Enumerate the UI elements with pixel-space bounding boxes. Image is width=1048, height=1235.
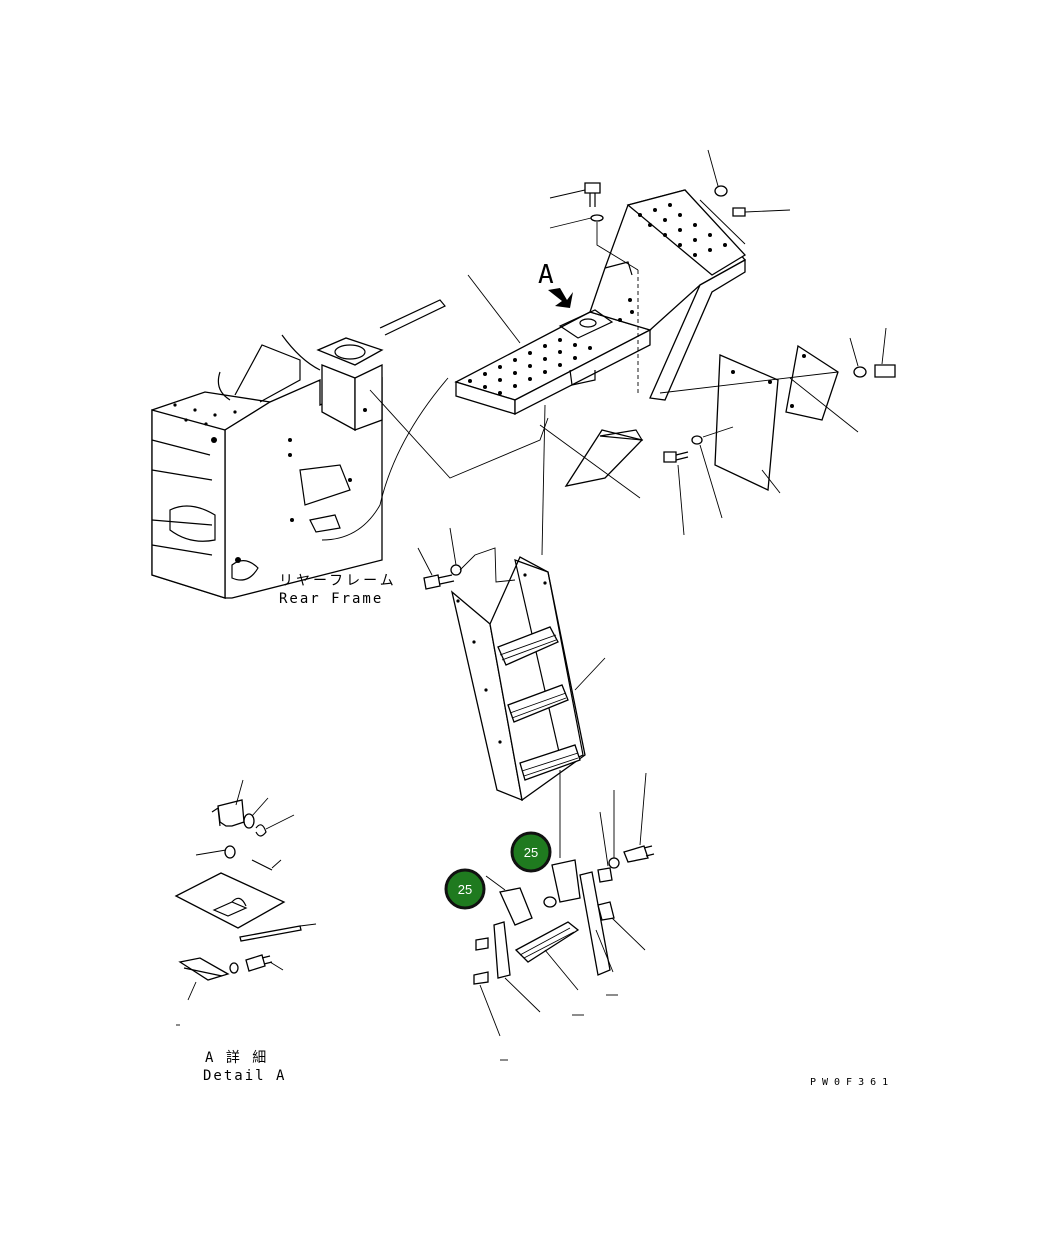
detail-a bbox=[174, 779, 317, 1026]
callout-number: 25 bbox=[458, 882, 472, 897]
callout-badge[interactable]: 25 bbox=[444, 868, 486, 910]
deck-perforations bbox=[468, 203, 727, 395]
side-panels bbox=[659, 327, 896, 536]
callout-badge[interactable]: 25 bbox=[510, 831, 552, 873]
view-arrow-letter: A bbox=[538, 260, 554, 290]
view-arrow-icon bbox=[548, 288, 573, 308]
rear-frame-label-en: Rear Frame bbox=[279, 591, 383, 607]
detail-a-label-jp: A 詳 細 bbox=[205, 1050, 268, 1066]
detail-a-label-en: Detail A bbox=[203, 1068, 286, 1084]
platform-step-assembly: A bbox=[454, 189, 747, 416]
ladder bbox=[417, 527, 606, 802]
drawing-code: PW0F361 bbox=[810, 1077, 894, 1088]
top-fasteners bbox=[549, 149, 791, 271]
callout-number: 25 bbox=[524, 845, 538, 860]
rear-frame-label-jp: リヤーフレーム bbox=[279, 573, 397, 589]
lower-step-parts bbox=[473, 770, 655, 1061]
support-bracket bbox=[539, 424, 644, 499]
rear-frame bbox=[151, 299, 446, 599]
